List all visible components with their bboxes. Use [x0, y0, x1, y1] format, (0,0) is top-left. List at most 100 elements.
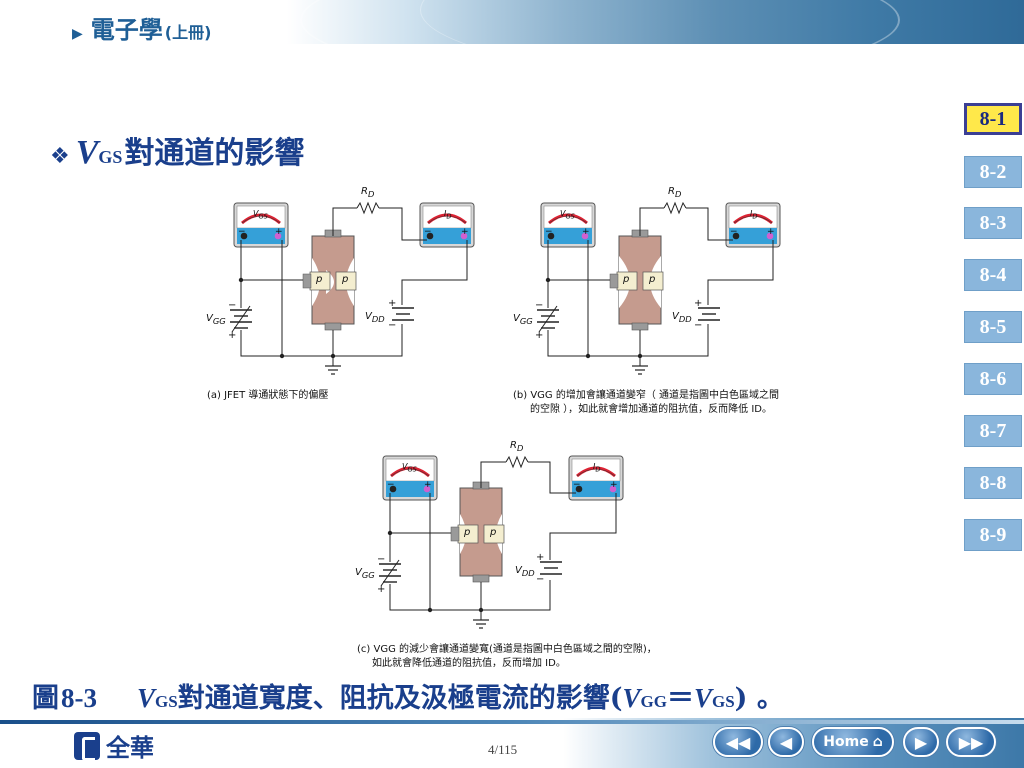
- caption-sub-1: GS: [155, 692, 178, 711]
- slide-heading: ❖ V GS 對通道的影響: [50, 128, 304, 172]
- circuit-c: [379, 454, 625, 629]
- caption-a: (a) JFET 導通狀態下的偏壓: [207, 390, 329, 401]
- last-slide-button[interactable]: ▶▶: [946, 727, 996, 757]
- label-minus-b4: −: [694, 320, 703, 331]
- caption-end: ) 。: [734, 683, 784, 714]
- double-left-arrow-icon: ◀◀: [725, 732, 751, 752]
- label-p-c2: p: [490, 527, 497, 538]
- label-rd-b: RD: [668, 186, 682, 199]
- label-vgs-b: VGS: [560, 209, 575, 221]
- label-plus-c1: +: [424, 480, 432, 490]
- next-slide-button[interactable]: ▶: [903, 727, 939, 757]
- house-icon: ⌂: [872, 734, 883, 750]
- label-minus-b2: −: [730, 227, 738, 237]
- label-minus-c3: −: [377, 554, 386, 565]
- caption-sub-3: GS: [711, 692, 735, 711]
- nav-item-8-9[interactable]: 8-9: [964, 519, 1022, 551]
- caption-var-3: V: [693, 683, 712, 713]
- header-banner: [0, 0, 1024, 46]
- label-minus-a4: −: [388, 320, 397, 331]
- nav-item-8-4[interactable]: 8-4: [964, 259, 1022, 291]
- label-minus-c1: −: [387, 480, 395, 490]
- label-minus-a3: −: [228, 300, 237, 311]
- diamond-bullet-icon: ❖: [50, 144, 70, 169]
- label-plus-b3: +: [535, 330, 544, 341]
- label-vgg-b: VGG: [513, 313, 533, 326]
- publisher-logo-text: 全華: [106, 734, 154, 762]
- nav-item-8-6[interactable]: 8-6: [964, 363, 1022, 395]
- label-plus-c2: +: [610, 480, 618, 490]
- label-id-b: ID: [750, 209, 758, 221]
- nav-item-8-2[interactable]: 8-2: [964, 156, 1022, 188]
- caption-text: 對通道寬度、阻抗及汲極電流的影響(: [177, 683, 623, 714]
- label-p-b1: p: [623, 274, 630, 285]
- label-minus-b3: −: [535, 300, 544, 311]
- heading-subscript: GS: [98, 147, 123, 167]
- book-title: ▶ 電子學 (上冊): [72, 10, 211, 45]
- label-p-a2: p: [342, 274, 349, 285]
- label-id-c: ID: [593, 462, 601, 474]
- caption-c-line1: (c) VGG 的減少會讓通道變寬(通道是指圖中白色區域之間的空隙)，: [357, 644, 657, 655]
- caption-b-line1: (b) VGG 的增加會讓通道變窄（ 通道是指圖中白色區域之間: [513, 390, 780, 401]
- heading-text: 對通道的影響: [124, 136, 305, 171]
- label-rd-a: RD: [361, 186, 375, 199]
- label-plus-c4: +: [536, 552, 545, 563]
- prev-slide-button[interactable]: ◀: [768, 727, 804, 757]
- label-minus-c4: −: [536, 574, 545, 585]
- label-vdd-c: VDD: [515, 565, 535, 578]
- play-arrow-icon: ▶: [72, 26, 83, 42]
- label-minus-b1: −: [545, 227, 553, 237]
- first-slide-button[interactable]: ◀◀: [713, 727, 763, 757]
- label-vgg-a: VGG: [206, 313, 226, 326]
- book-title-subtitle: (上冊): [164, 23, 212, 42]
- footer-band: [0, 720, 1024, 724]
- caption-b-line2: 的空隙 ），如此就會增加通道的阻抗值，反而降低 ID。: [530, 404, 773, 415]
- label-plus-c3: +: [377, 584, 386, 595]
- caption-sub-2: GG: [640, 692, 667, 711]
- caption-c-line2: 如此就會降低通道的阻抗值，反而增加 ID。: [372, 658, 566, 669]
- book-title-text: 電子學: [90, 16, 163, 44]
- circuit-a: [230, 201, 476, 375]
- publisher-logo-icon: [74, 731, 100, 761]
- banner-divider: [0, 44, 1024, 46]
- nav-item-8-5[interactable]: 8-5: [964, 311, 1022, 343]
- circuit-b: [537, 201, 782, 375]
- label-plus-a4: +: [388, 298, 397, 309]
- label-vdd-b: VDD: [672, 311, 692, 324]
- home-button[interactable]: Home ⌂: [812, 727, 894, 757]
- nav-item-8-8[interactable]: 8-8: [964, 467, 1022, 499]
- label-plus-b1: +: [582, 227, 590, 237]
- label-plus-a2: +: [461, 227, 469, 237]
- left-arrow-icon: ◀: [779, 732, 793, 752]
- label-minus-a1: −: [238, 227, 246, 237]
- page-counter: 4/115: [488, 742, 518, 757]
- caption-figure-word: 圖: [32, 683, 59, 714]
- label-id-a: ID: [444, 209, 452, 221]
- label-vgs-c: VGS: [402, 462, 417, 474]
- label-plus-b4: +: [694, 298, 703, 309]
- double-right-arrow-icon: ▶▶: [958, 732, 984, 752]
- label-p-a1: p: [316, 274, 323, 285]
- label-minus-a2: −: [424, 227, 432, 237]
- label-vgg-c: VGG: [355, 567, 375, 580]
- label-vgs-a: VGS: [253, 209, 268, 221]
- label-plus-a3: +: [228, 330, 237, 341]
- right-arrow-icon: ▶: [914, 732, 928, 752]
- heading-variable: V: [75, 134, 99, 171]
- label-minus-c2: −: [573, 480, 581, 490]
- label-plus-b2: +: [767, 227, 775, 237]
- label-p-b2: p: [649, 274, 656, 285]
- nav-item-8-1[interactable]: 8-1: [964, 103, 1022, 135]
- label-plus-a1: +: [275, 227, 283, 237]
- caption-figure-number: 8-3: [61, 683, 97, 713]
- caption-var-2: V: [622, 683, 641, 713]
- nav-item-8-3[interactable]: 8-3: [964, 207, 1022, 239]
- label-vdd-a: VDD: [365, 311, 385, 324]
- label-p-c1: p: [464, 527, 471, 538]
- nav-item-8-7[interactable]: 8-7: [964, 415, 1022, 447]
- home-button-label: Home: [823, 734, 869, 750]
- label-rd-c: RD: [510, 440, 524, 453]
- publisher-logo: 全華: [74, 728, 154, 763]
